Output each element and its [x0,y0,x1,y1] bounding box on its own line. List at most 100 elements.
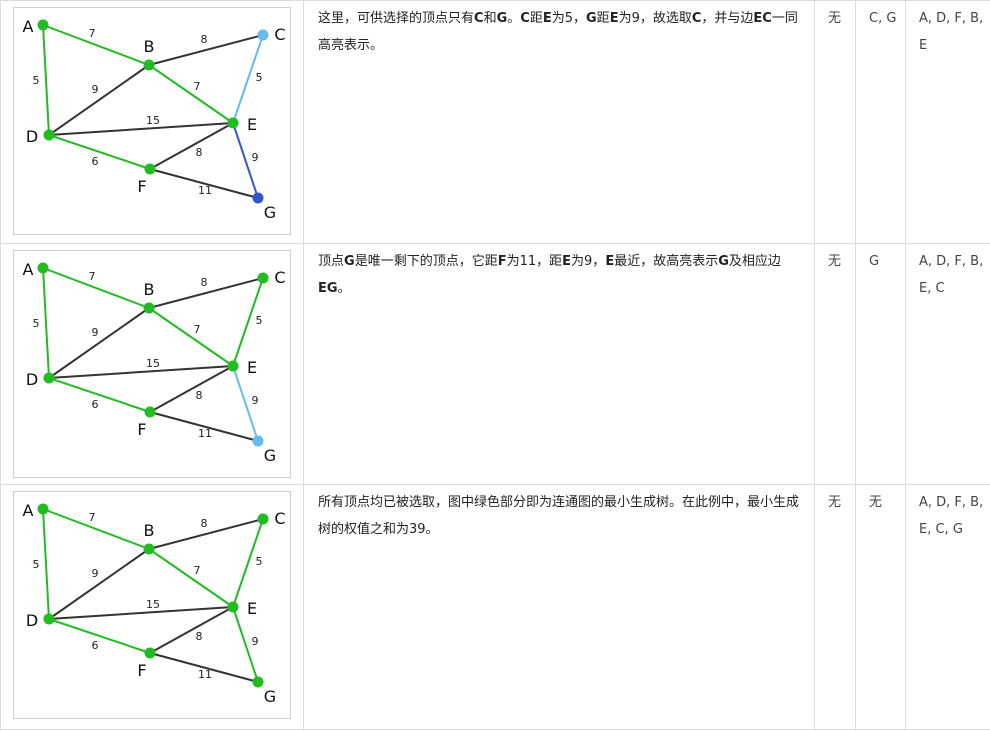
edge-ab [42,24,150,66]
node-label-a: A [23,501,34,520]
edge-weight-ab: 7 [89,270,96,283]
edge-weight-ad: 5 [33,317,40,330]
edge-fg [149,411,259,442]
edge-df [48,377,151,413]
edge-weight-df: 6 [92,639,99,652]
column-2-cell: 无 [855,484,906,730]
node-e [227,601,239,613]
description-text: 为9， [571,254,606,269]
edge-weight-ab: 7 [89,27,96,40]
column-1-value: 无 [828,11,842,26]
node-label-d: D [26,611,38,630]
edge-ef [149,122,234,170]
node-f [144,647,156,659]
edge-ce [232,34,264,124]
candidate-vertices: C, G [869,11,897,26]
node-label-e: E [247,599,257,618]
edge-weight-de: 15 [146,114,160,127]
node-c [257,272,269,284]
highlighted-term: E [562,254,572,269]
edge-weight-eg: 9 [252,635,259,648]
edge-weight-de: 15 [146,357,160,370]
highlighted-term: G [344,254,355,269]
edge-weight-be: 7 [194,564,201,577]
description-cell: 这里，可供选择的顶点只有C和G。C距E为5，G距E为9，故选取C，并与边EC一同… [303,0,815,244]
node-label-f: F [137,177,146,196]
node-label-g: G [264,687,276,706]
description-text: 和 [483,11,497,26]
edge-ef [149,606,234,654]
description-text: 距 [596,11,610,26]
edge-weight-fg: 11 [198,427,212,440]
edge-weight-fg: 11 [198,184,212,197]
node-label-b: B [144,37,155,56]
edge-weight-ad: 5 [33,558,40,571]
edge-df [48,134,151,170]
edge-weight-be: 7 [194,80,201,93]
edge-weight-eg: 9 [252,151,259,164]
description-text: 是唯一剩下的顶点，它距 [354,254,498,269]
description-text: 距 [529,11,543,26]
edge-weight-bd: 9 [92,326,99,339]
column-2-cell: G [855,243,906,485]
highlighted-term: F [497,254,507,269]
selected-vertices: A, D, F, B, E, C, G [919,495,984,537]
edge-be [148,64,234,124]
column-1-cell: 无 [814,0,856,244]
edge-ad [42,508,50,620]
node-label-b: B [144,280,155,299]
description-text: 所有顶点均已被选取，图中绿色部分即为连通图的最小生成树。在此例中，最小生成树的权… [318,495,800,537]
edge-de [48,365,234,379]
node-d [43,372,55,384]
edge-weight-bc: 8 [201,276,208,289]
edge-bc [148,34,264,66]
edge-ab [42,508,150,550]
column-3-cell: A, D, F, B, E, C, G [905,484,990,730]
description-text: 这里，可供选择的顶点只有 [318,11,475,26]
highlighted-term: E [605,254,615,269]
edge-weight-ef: 8 [196,630,203,643]
node-e [227,117,239,129]
column-3-cell: A, D, F, B, E, C [905,243,990,485]
edge-weight-de: 15 [146,598,160,611]
description-text: 最近，故高亮表示 [614,254,719,269]
node-a [37,262,49,274]
node-label-f: F [137,661,146,680]
highlighted-term: E [609,11,619,26]
edge-de [48,606,234,620]
edge-fg [149,168,259,199]
node-b [143,59,155,71]
edge-weight-ab: 7 [89,511,96,524]
node-c [257,29,269,41]
node-e [227,360,239,372]
node-label-e: E [247,358,257,377]
edge-weight-df: 6 [92,155,99,168]
step-description: 所有顶点均已被选取，图中绿色部分即为连通图的最小生成树。在此例中，最小生成树的权… [304,485,814,543]
edge-ce [232,277,264,367]
node-g [252,435,264,447]
description-text: 为5， [551,11,586,26]
description-text: 。 [337,281,351,296]
node-label-c: C [274,268,285,287]
column-1-cell: 无 [814,243,856,485]
node-label-g: G [264,446,276,465]
edge-weight-fg: 11 [198,668,212,681]
edge-bc [148,518,264,550]
description-text: ，并与边 [701,11,754,26]
node-label-g: G [264,203,276,222]
column-2-cell: C, G [855,0,906,244]
highlighted-term: G [718,254,729,269]
edge-bd [48,307,150,379]
candidate-vertices: 无 [869,495,883,510]
selected-vertices: A, D, F, B, E, C [919,254,984,296]
edge-ab [42,267,150,309]
edge-weight-bd: 9 [92,83,99,96]
edge-ef [149,365,234,413]
node-b [143,302,155,314]
edge-ce [232,518,264,608]
edge-weight-bc: 8 [201,517,208,530]
